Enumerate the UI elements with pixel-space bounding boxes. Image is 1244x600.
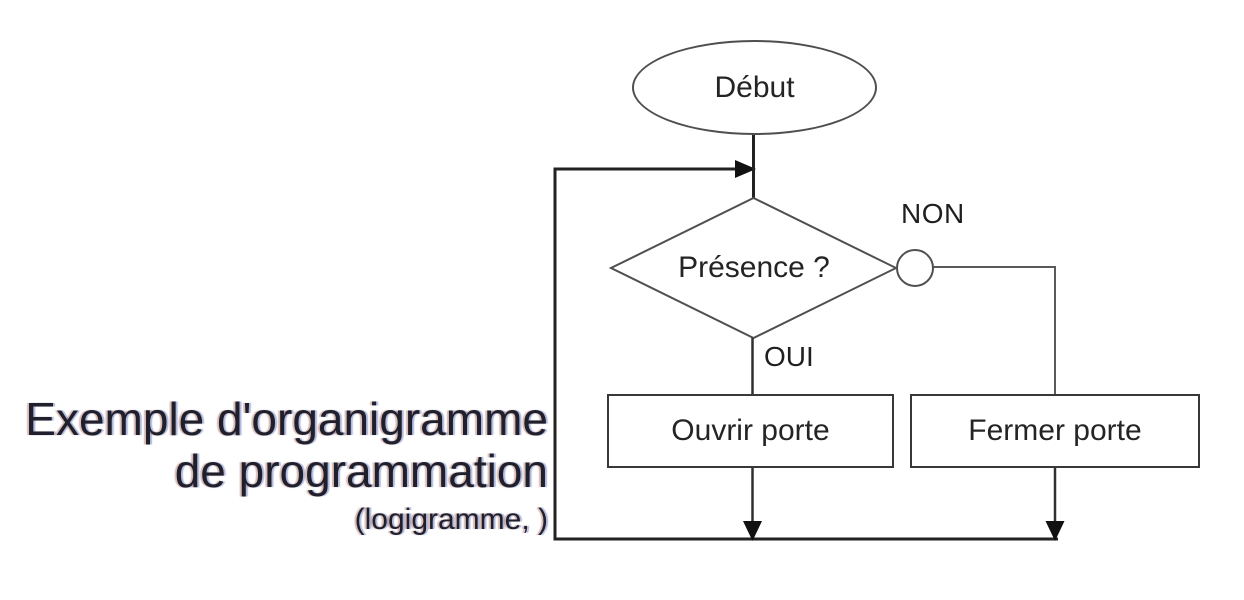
loop-arrowhead-right: [735, 160, 756, 178]
caption-line-3: (logigramme, ): [354, 503, 548, 536]
decision-diamond: [608, 196, 899, 340]
caption-line-2: de programmation: [174, 445, 548, 497]
connector-no-branch: [933, 266, 1056, 394]
action-open-label: Ouvrir porte: [671, 414, 830, 447]
caption-line-1: Exemple d'organigramme: [25, 393, 548, 445]
no-branch-connector-circle: [896, 249, 934, 287]
start-terminator: Début: [632, 40, 877, 135]
loop-back-connector: [553, 167, 1058, 541]
start-label: Début: [714, 70, 795, 104]
yes-branch-label: OUI: [764, 341, 814, 372]
open-arrowhead-down: [743, 521, 762, 541]
action-close-box: Fermer porte: [910, 394, 1200, 468]
no-branch-label: NON: [901, 198, 965, 229]
action-open-box: Ouvrir porte: [607, 394, 894, 468]
close-arrowhead-down: [1045, 521, 1065, 541]
action-close-label: Fermer porte: [968, 414, 1142, 447]
